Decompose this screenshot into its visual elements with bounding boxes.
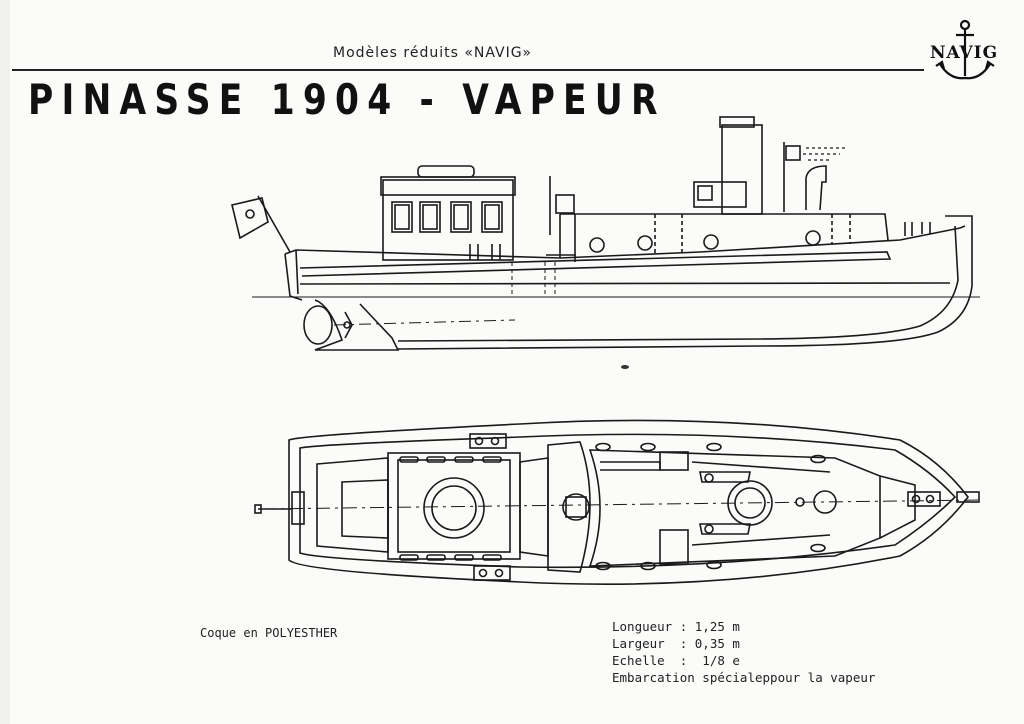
scan-edge [0,0,10,724]
anchor-icon [935,19,995,80]
spec-scale: Echelle : 1/8 e [612,653,740,668]
deck-plan [254,419,981,585]
specs-block: Longueur : 1,25 m Largeur : 0,35 m Echel… [612,618,875,686]
side-elevation [231,116,980,351]
spec-purpose: Embarcation spécialeppour la vapeur [612,670,876,685]
scan-speck [621,365,629,369]
spec-length: Longueur : 1,25 m [612,619,740,634]
flag-icon [231,197,269,240]
spec-width: Largeur : 0,35 m [612,636,740,651]
header-rule [12,69,924,71]
hull-note: Coque en POLYESTHER [200,626,338,640]
smoke-marks [803,147,848,161]
navig-logo [935,19,995,80]
series-label: Modèles réduits «NAVIG» [333,45,532,61]
page-title: PINASSE 1904 - VAPEUR [28,75,666,124]
logo-text: NAVIG [930,43,999,63]
